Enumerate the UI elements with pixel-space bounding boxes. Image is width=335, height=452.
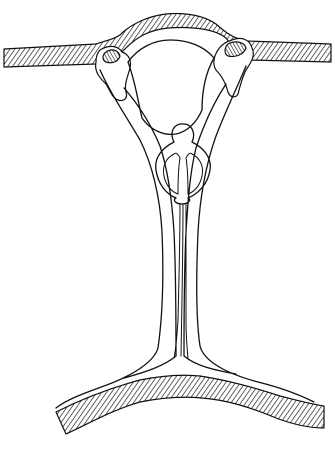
left-knob-hatch — [103, 50, 120, 63]
bottom-bone-band — [56, 375, 324, 434]
bulb-right-lobe — [186, 153, 203, 194]
inner-cavity-outline — [124, 88, 176, 378]
bulb-left-lobe — [163, 153, 180, 194]
stalk-center-line — [181, 204, 183, 356]
outer-body-outline-right — [197, 66, 314, 402]
stalk-line-right — [186, 204, 188, 358]
upper-chamber-outline — [128, 40, 214, 134]
